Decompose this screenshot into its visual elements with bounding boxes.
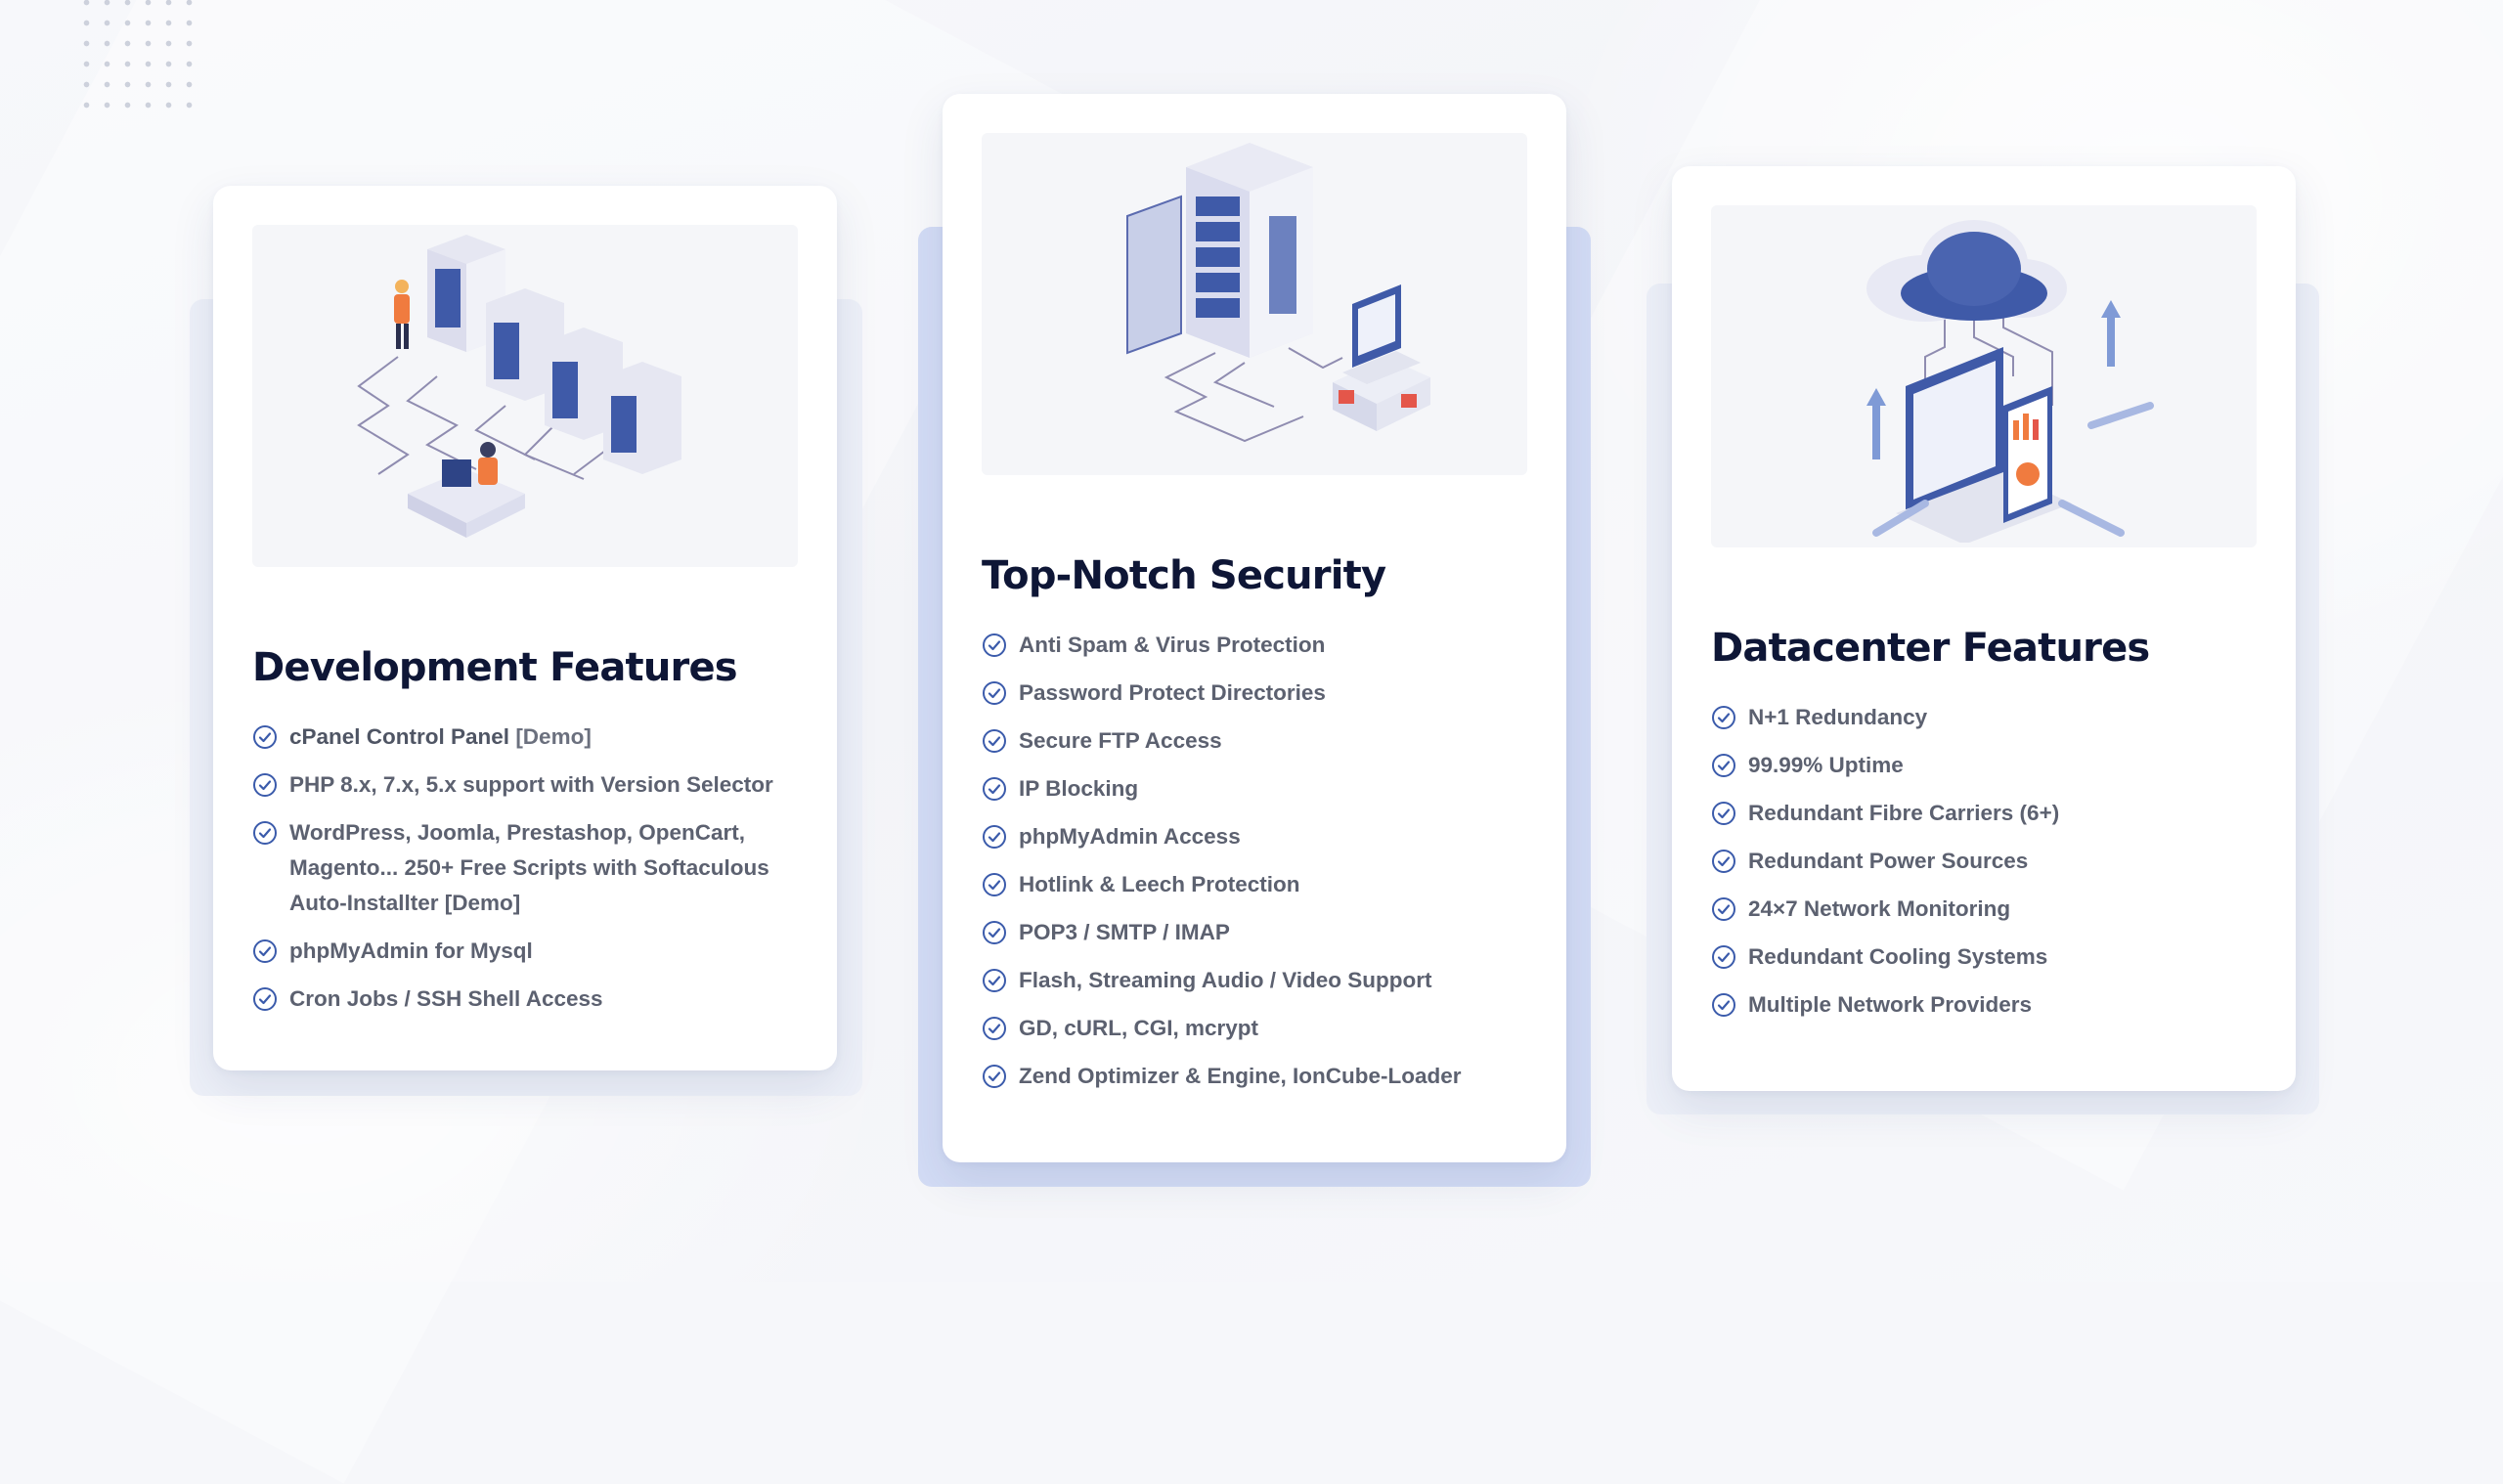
security-illustration <box>982 133 1527 475</box>
feature-text: N+1 Redundancy <box>1748 705 1928 729</box>
feature-text: Multiple Network Providers <box>1748 992 2033 1017</box>
check-circle-icon <box>1712 706 1735 729</box>
check-circle-icon <box>1712 993 1735 1017</box>
feature-list: Anti Spam & Virus Protection Password Pr… <box>982 628 1527 1094</box>
check-circle-icon <box>1712 897 1735 921</box>
check-circle-icon <box>253 773 277 797</box>
feature-item: POP3 / SMTP / IMAP <box>982 915 1527 950</box>
development-features-card: Development Features cPanel Control Pane… <box>213 186 837 1070</box>
feature-item: PHP 8.x, 7.x, 5.x support with Version S… <box>252 767 798 803</box>
feature-text: Redundant Fibre Carriers (6+) <box>1748 801 2060 825</box>
feature-text: Redundant Power Sources <box>1748 849 2029 873</box>
feature-text: Secure FTP Access <box>1019 728 1222 753</box>
feature-text: POP3 / SMTP / IMAP <box>1019 920 1230 944</box>
feature-item: Redundant Cooling Systems <box>1711 939 2257 975</box>
check-circle-icon <box>983 825 1006 849</box>
feature-item: Anti Spam & Virus Protection <box>982 628 1527 663</box>
check-circle-icon <box>1712 802 1735 825</box>
check-circle-icon <box>1712 754 1735 777</box>
check-circle-icon <box>253 987 277 1011</box>
card-title: Datacenter Features <box>1711 626 2150 671</box>
check-circle-icon <box>983 633 1006 657</box>
feature-text: Anti Spam & Virus Protection <box>1019 633 1326 657</box>
feature-text: Redundant Cooling Systems <box>1748 944 2048 969</box>
check-circle-icon <box>253 725 277 749</box>
check-circle-icon <box>983 729 1006 753</box>
server-network-developers-icon <box>357 235 681 538</box>
check-circle-icon <box>983 681 1006 705</box>
cloud-laptop-datacenter-icon <box>1866 220 2154 543</box>
feature-item: cPanel Control Panel [Demo] <box>252 720 798 755</box>
feature-item: Password Protect Directories <box>982 676 1527 711</box>
check-circle-icon <box>1712 850 1735 873</box>
feature-item: Redundant Fibre Carriers (6+) <box>1711 796 2257 831</box>
feature-item: Flash, Streaming Audio / Video Support <box>982 963 1527 998</box>
check-circle-icon <box>983 873 1006 896</box>
card-title: Development Features <box>252 645 738 690</box>
feature-text: 99.99% Uptime <box>1748 753 1904 777</box>
dot-grid-decoration <box>76 0 194 112</box>
feature-item: 24×7 Network Monitoring <box>1711 892 2257 927</box>
check-circle-icon <box>983 1065 1006 1088</box>
feature-text: IP Blocking <box>1019 776 1139 801</box>
feature-item: Hotlink & Leech Protection <box>982 867 1527 902</box>
card-title: Top-Notch Security <box>982 553 1386 598</box>
feature-item: Secure FTP Access <box>982 723 1527 759</box>
feature-item: Zend Optimizer & Engine, IonCube-Loader <box>982 1059 1527 1094</box>
datacenter-features-card: Datacenter Features N+1 Redundancy 99.99… <box>1672 166 2296 1091</box>
feature-text: phpMyAdmin Access <box>1019 824 1241 849</box>
check-circle-icon <box>253 939 277 963</box>
top-notch-security-card: Top-Notch Security Anti Spam & Virus Pro… <box>943 94 1566 1162</box>
feature-text: cPanel Control Panel <box>289 724 510 749</box>
feature-item: 99.99% Uptime <box>1711 748 2257 783</box>
feature-text: 24×7 Network Monitoring <box>1748 896 2011 921</box>
feature-text: phpMyAdmin for Mysql <box>289 938 533 963</box>
development-illustration <box>252 225 798 567</box>
feature-item: Multiple Network Providers <box>1711 987 2257 1023</box>
feature-text: Flash, Streaming Audio / Video Support <box>1019 968 1432 992</box>
feature-item: phpMyAdmin for Mysql <box>252 934 798 969</box>
check-circle-icon <box>983 777 1006 801</box>
feature-item: Cron Jobs / SSH Shell Access <box>252 982 798 1017</box>
feature-item: IP Blocking <box>982 771 1527 807</box>
feature-item: phpMyAdmin Access <box>982 819 1527 854</box>
feature-text: Zend Optimizer & Engine, IonCube-Loader <box>1019 1064 1462 1088</box>
feature-item: WordPress, Joomla, Prestashop, OpenCart,… <box>252 815 798 921</box>
server-rack-laptop-security-icon <box>1126 143 1430 443</box>
feature-item: GD, cURL, CGI, mcrypt <box>982 1011 1527 1046</box>
check-circle-icon <box>983 969 1006 992</box>
check-circle-icon <box>1712 945 1735 969</box>
check-circle-icon <box>983 1017 1006 1040</box>
feature-item: N+1 Redundancy <box>1711 700 2257 735</box>
check-circle-icon <box>983 921 1006 944</box>
datacenter-illustration <box>1711 205 2257 547</box>
feature-demo-tag: [Demo] <box>509 724 592 749</box>
feature-text: Password Protect Directories <box>1019 680 1326 705</box>
feature-list: cPanel Control Panel [Demo] PHP 8.x, 7.x… <box>252 720 798 1017</box>
feature-text: Hotlink & Leech Protection <box>1019 872 1300 896</box>
check-circle-icon <box>253 821 277 845</box>
feature-list: N+1 Redundancy 99.99% Uptime Redundant F… <box>1711 700 2257 1023</box>
feature-item: Redundant Power Sources <box>1711 844 2257 879</box>
feature-text: WordPress, Joomla, Prestashop, OpenCart,… <box>289 820 769 915</box>
feature-text: Cron Jobs / SSH Shell Access <box>289 986 603 1011</box>
feature-text: GD, cURL, CGI, mcrypt <box>1019 1016 1259 1040</box>
feature-text: PHP 8.x, 7.x, 5.x support with Version S… <box>289 772 773 797</box>
